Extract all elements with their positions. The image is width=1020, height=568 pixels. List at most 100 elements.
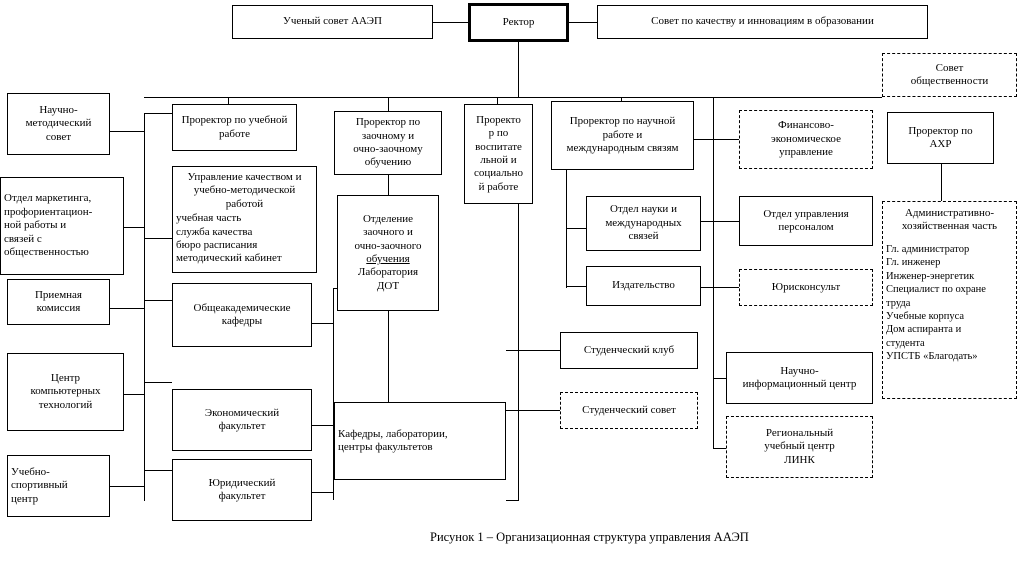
connector-science-to-right-spine: [694, 139, 714, 140]
connector-legal: [713, 287, 739, 288]
scientific-info-center-label: Научно-информационный центр: [742, 364, 857, 390]
box-legal-counsel[interactable]: Юрисконсульт: [739, 269, 873, 306]
connector-rector-to-quality: [569, 22, 597, 23]
publishing-label: Издательство: [612, 279, 675, 292]
quality-management-items: учебная часть служба качества бюро распи…: [176, 212, 313, 266]
administrative-part-title: Административно-хозяйственная часть: [901, 207, 998, 233]
correspondence-branch-underlined: обучения: [366, 253, 410, 265]
box-student-council[interactable]: Студенческий совет: [560, 392, 698, 429]
stub-correspondence: [388, 97, 389, 112]
connector-council-to-rector: [433, 22, 468, 23]
stub-right-spine-top: [713, 97, 714, 449]
administrative-item: Инженер-энергетик: [886, 270, 975, 282]
administrative-item: УПСТБ «Благодать»: [886, 351, 978, 363]
connector-quality-management: [144, 238, 172, 239]
departments-center-label: Кафедры, лаборатории,центры факультетов: [338, 427, 448, 453]
box-administrative-part[interactable]: Административно-хозяйственная часть Гл. …: [882, 201, 1017, 399]
upbringing-spine: [518, 204, 519, 500]
administrative-item: труда: [886, 297, 911, 309]
connector-finance: [713, 139, 739, 140]
marketing-label: Отдел маркетинга,профориентацион-ной раб…: [4, 192, 93, 259]
administrative-item: Гл. администратор: [886, 243, 970, 255]
administrative-item: Дом аспиранта и: [886, 324, 962, 336]
quality-item: бюро расписания: [176, 239, 258, 252]
box-rector[interactable]: Ректор: [468, 3, 569, 42]
quality-item: служба качества: [176, 225, 253, 238]
science-spine: [566, 170, 567, 288]
administrative-item: студента: [886, 337, 925, 349]
box-student-club[interactable]: Студенческий клуб: [560, 332, 698, 369]
box-quality-council[interactable]: Совет по качеству и инновациям в образов…: [597, 5, 928, 39]
connector-sport-center: [110, 486, 145, 487]
left-spine: [144, 113, 145, 501]
figure-caption: Рисунок 1 – Организационная структура уп…: [430, 530, 749, 544]
connector-econ-right: [312, 425, 334, 426]
box-scientific-info-center[interactable]: Научно-информационный центр: [726, 352, 873, 404]
connector-method-council: [110, 131, 145, 132]
connector-economics: [144, 382, 172, 383]
connector-corr-to-branch: [388, 175, 389, 195]
administrative-item: Гл. инженер: [886, 257, 941, 269]
connector-law: [144, 470, 172, 471]
connector-departments-right-mid: [506, 410, 519, 411]
connector-departments-right-top: [506, 350, 519, 351]
rector-label: Ректор: [502, 15, 535, 28]
connector-hr: [713, 221, 739, 222]
administrative-items: Гл. администратор Гл. инженер Инженер-эн…: [886, 243, 1013, 364]
connector-law-right: [312, 492, 334, 493]
box-marketing[interactable]: Отдел маркетинга,профориентацион-ной раб…: [0, 177, 124, 275]
quality-council-label: Совет по качеству и инновациям в образов…: [651, 15, 874, 28]
connector-upbringing-student-council: [518, 410, 560, 411]
faculty-right-spine: [333, 288, 334, 500]
connector-general-departments: [144, 300, 172, 301]
connector-computer-center: [124, 394, 145, 395]
box-academic-council[interactable]: Ученый совет ААЭП: [232, 5, 433, 39]
connector-upbringing-student-club: [518, 350, 560, 351]
connector-branch-to-departments: [388, 311, 389, 410]
main-bus-line: [144, 97, 882, 98]
quality-item: учебная часть: [176, 212, 242, 225]
connector-upbringing-bottom: [506, 500, 519, 501]
connector-admissions: [110, 308, 145, 309]
legal-counsel-label: Юрисконсульт: [771, 280, 841, 293]
box-publishing[interactable]: Издательство: [586, 266, 701, 306]
administrative-item: Специалист по охране: [886, 284, 986, 296]
connector-science-dept: [566, 228, 586, 229]
box-departments-center[interactable]: Кафедры, лаборатории,центры факультетов: [334, 402, 506, 480]
